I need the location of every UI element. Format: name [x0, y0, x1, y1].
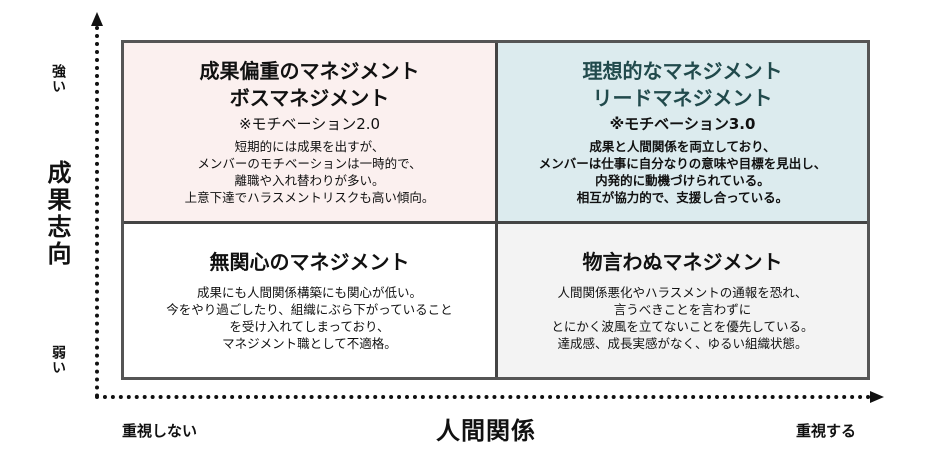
quadrant-boss-management: 成果偏重のマネジメント ボスマネジメント ※モチベーション2.0 短期的には成果…: [124, 43, 498, 224]
quadrant-description-line: マネジメント職として不適格。: [222, 336, 397, 351]
quadrant-description-line: 短期的には成果を出すが、: [234, 139, 385, 154]
quadrant-title: 無関心のマネジメント: [209, 250, 410, 274]
y-axis-high-label: 強い: [50, 64, 66, 94]
quadrant-description-line: メンバーは仕事に自分なりの意味や目標を見出し、: [538, 156, 827, 171]
quadrant-description-line: 成果と人間関係を両立しており、: [589, 139, 776, 154]
quadrant-title: 理想的なマネジメント: [582, 59, 783, 83]
quadrant-silent-management: 物言わぬマネジメント 人間関係悪化やハラスメントの通報を恐れ、 言うべきことを言…: [498, 224, 867, 377]
quadrant-description-line: とにかく波風を立てないことを優先している。: [551, 319, 814, 334]
quadrant-subtitle: ※モチベーション2.0: [238, 115, 381, 133]
quadrant-lead-management: 理想的なマネジメント リードマネジメント ※モチベーション3.0 成果と人間関係…: [498, 43, 867, 224]
quadrant-title: 成果偏重のマネジメント: [199, 59, 420, 83]
x-axis-title: 人間関係: [436, 417, 536, 445]
quadrant-description-line: 人間関係悪化やハラスメントの通報を恐れ、: [557, 285, 808, 300]
quadrant-description-line: を受け入れてしまっており、: [229, 319, 390, 334]
quadrant-title: ボスマネジメント: [229, 86, 390, 110]
x-axis-low-label: 重視しない: [122, 422, 198, 440]
quadrant-subtitle: ※モチベーション3.0: [609, 115, 756, 133]
quadrant-description-line: 成果にも人間関係構築にも関心が低い。: [196, 285, 422, 300]
quadrant-description-line: 内発的に動機づけられている。: [595, 173, 770, 188]
x-axis-arrowhead-icon: [870, 391, 884, 403]
x-axis-high-label: 重視する: [796, 422, 857, 440]
x-axis-dotted-line: [95, 395, 871, 399]
y-axis-title: 成果志向: [43, 160, 71, 268]
quadrant-description-line: 達成感、成長実感がなく、ゆるい組織状態。: [557, 336, 808, 351]
management-matrix: 成果偏重のマネジメント ボスマネジメント ※モチベーション2.0 短期的には成果…: [121, 40, 870, 380]
quadrant-description-line: 言うべきことを言わずに: [613, 302, 752, 317]
y-axis-arrowhead-icon: [91, 12, 103, 26]
quadrant-indifferent-management: 無関心のマネジメント 成果にも人間関係構築にも関心が低い。 今をやり過ごしたり、…: [124, 224, 498, 377]
quadrant-description-line: 相互が協力的で、支援し合っている。: [576, 190, 789, 205]
quadrant-title: リードマネジメント: [592, 86, 773, 110]
y-axis-dotted-line: [95, 26, 99, 398]
quadrant-title: 物言わぬマネジメント: [582, 250, 783, 274]
y-axis-low-label: 弱い: [50, 345, 66, 375]
quadrant-description-line: メンバーのモチベーションは一時的で、: [197, 156, 422, 171]
quadrant-description-line: 今をやり過ごしたり、組織にぶら下がっていること: [166, 302, 453, 317]
quadrant-description-line: 上意下達でハラスメントリスクも高い傾向。: [184, 190, 435, 205]
quadrant-description-line: 離職や入れ替わりが多い。: [234, 173, 385, 188]
